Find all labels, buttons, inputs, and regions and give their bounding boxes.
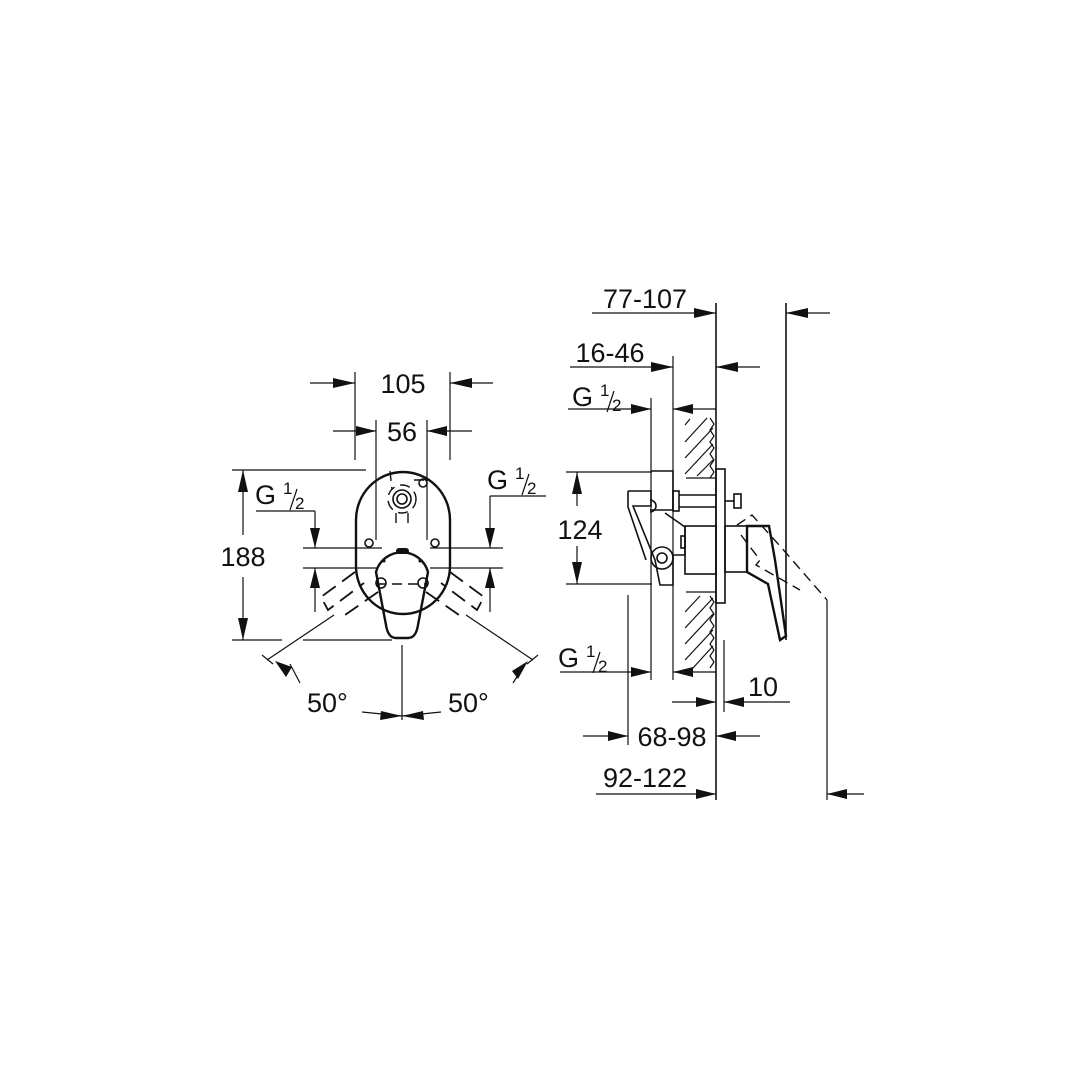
connection-label-left: G 1 2: [255, 479, 382, 612]
lever-rotation-right: [425, 571, 486, 616]
dimension-label-77-107: 77-107: [603, 284, 687, 314]
dimension-overall-width: 105: [310, 369, 493, 460]
svg-text:2: 2: [295, 494, 304, 513]
svg-text:1: 1: [586, 642, 595, 661]
svg-text:1: 1: [600, 381, 609, 400]
dimension-installation-depth: 68-98: [583, 722, 760, 752]
escutcheon-plate: [354, 470, 452, 616]
svg-text:G: G: [572, 382, 593, 412]
dimension-label-124: 124: [557, 515, 602, 545]
lever-handle-side: [736, 514, 828, 642]
connection-label-side-bottom: G 1 2: [558, 642, 716, 677]
dimension-label-105: 105: [380, 369, 425, 399]
dimension-label-92-122: 92-122: [603, 763, 687, 793]
dimension-total-depth-bottom: 92-122: [596, 763, 864, 799]
svg-text:2: 2: [598, 657, 607, 676]
connection-label-right: G 1 2: [430, 464, 546, 612]
lever-handle: [364, 538, 440, 640]
dimension-label-56: 56: [387, 417, 417, 447]
dimension-overall-height: 188: [220, 469, 392, 641]
angle-dimension: 50° 50°: [261, 614, 539, 720]
svg-text:G: G: [487, 465, 508, 495]
wall-section-top: [684, 417, 716, 479]
svg-text:2: 2: [612, 396, 621, 415]
dimension-label-188: 188: [220, 542, 265, 572]
angle-label-left: 50°: [307, 688, 348, 718]
svg-text:1: 1: [283, 479, 292, 498]
dimension-body-height: 124: [557, 471, 652, 585]
angle-label-right: 50°: [448, 688, 489, 718]
dimension-inner-width: 56: [333, 417, 472, 540]
front-view: 105 56 188 G 1 2: [220, 369, 546, 720]
connection-label-side-top: G 1 2: [568, 381, 716, 415]
wall-section-bottom: [684, 591, 716, 669]
dimension-label-10: 10: [748, 672, 778, 702]
dimension-label-16-46: 16-46: [575, 338, 644, 368]
side-view: 77-107 16-46 G 1 2: [557, 284, 864, 800]
dimension-label-68-98: 68-98: [637, 722, 706, 752]
lever-rotation-left: [319, 571, 379, 616]
svg-text:G: G: [558, 643, 579, 673]
valve-body-side: [627, 468, 748, 604]
svg-text:1: 1: [515, 464, 524, 483]
dimension-wall-depth: 16-46: [570, 338, 760, 372]
dimension-plate-offset: 10: [672, 672, 790, 707]
svg-text:G: G: [255, 480, 276, 510]
dimension-total-depth-top: 77-107: [592, 284, 830, 318]
svg-text:2: 2: [527, 479, 536, 498]
